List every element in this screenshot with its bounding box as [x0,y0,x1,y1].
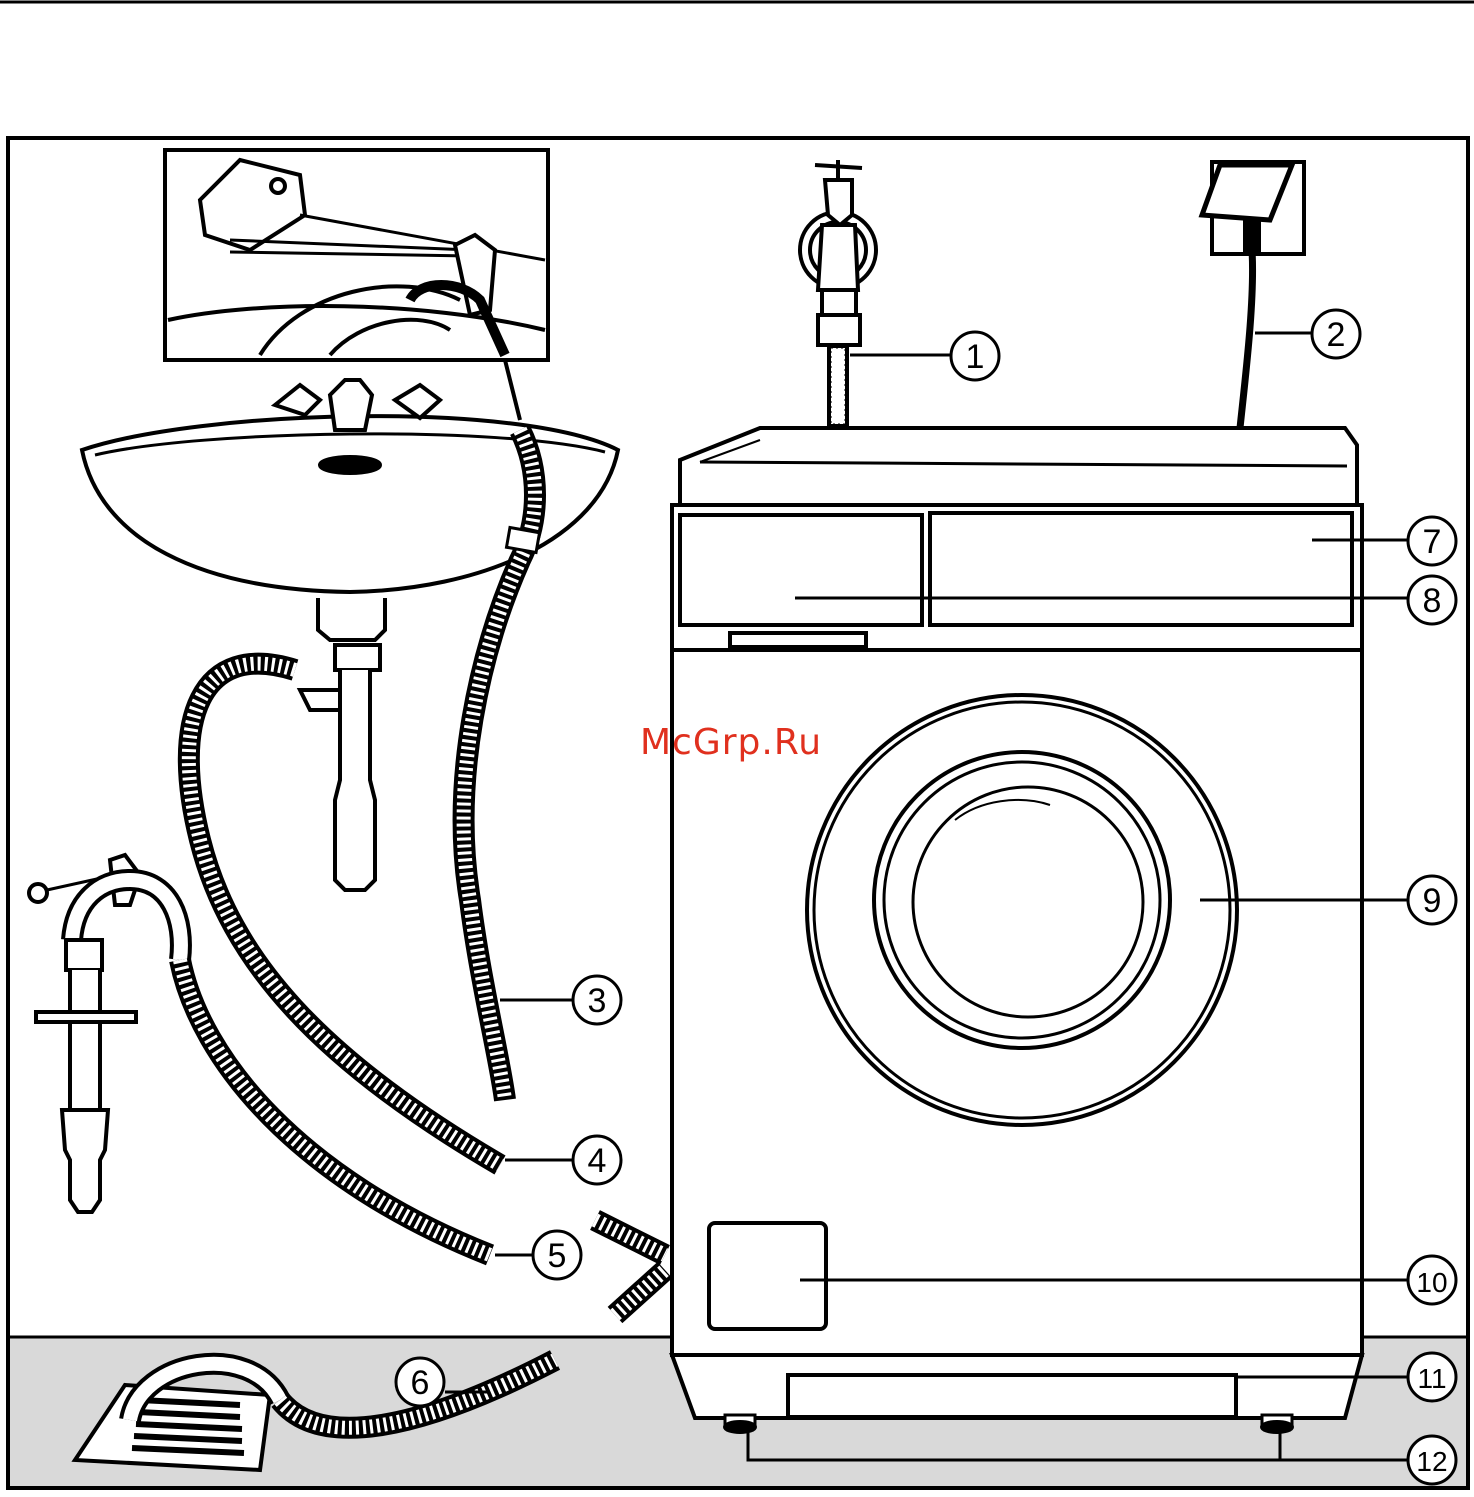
callout-1-label: 1 [966,338,985,376]
callout-9-label: 9 [1423,882,1442,920]
callout-5: 5 [533,1231,581,1279]
callout-2: 2 [1312,310,1360,358]
callout-1: 1 [951,332,999,380]
callout-3-label: 3 [588,982,607,1020]
callout-10-label: 10 [1416,1267,1447,1298]
callout-8: 8 [1408,576,1456,624]
callout-9: 9 [1408,876,1456,924]
callout-3: 3 [573,976,621,1024]
callout-10: 10 [1408,1256,1456,1304]
callout-6-label: 6 [411,1364,430,1402]
callout-2-label: 2 [1327,316,1346,354]
callout-7: 7 [1408,517,1456,565]
power-socket [1202,162,1304,254]
callout-7-label: 7 [1423,523,1442,561]
callout-11: 11 [1408,1353,1456,1401]
inlet-hose [827,345,849,427]
callout-8-label: 8 [1423,582,1442,620]
callout-12: 12 [1408,1436,1456,1484]
callout-12-label: 12 [1416,1446,1447,1477]
callout-4: 4 [573,1136,621,1184]
watermark-text: McGrp.Ru [640,722,822,763]
callout-11-label: 11 [1417,1363,1446,1394]
callout-5-label: 5 [548,1237,567,1275]
callout-6: 6 [396,1358,444,1406]
callout-4-label: 4 [588,1142,607,1180]
